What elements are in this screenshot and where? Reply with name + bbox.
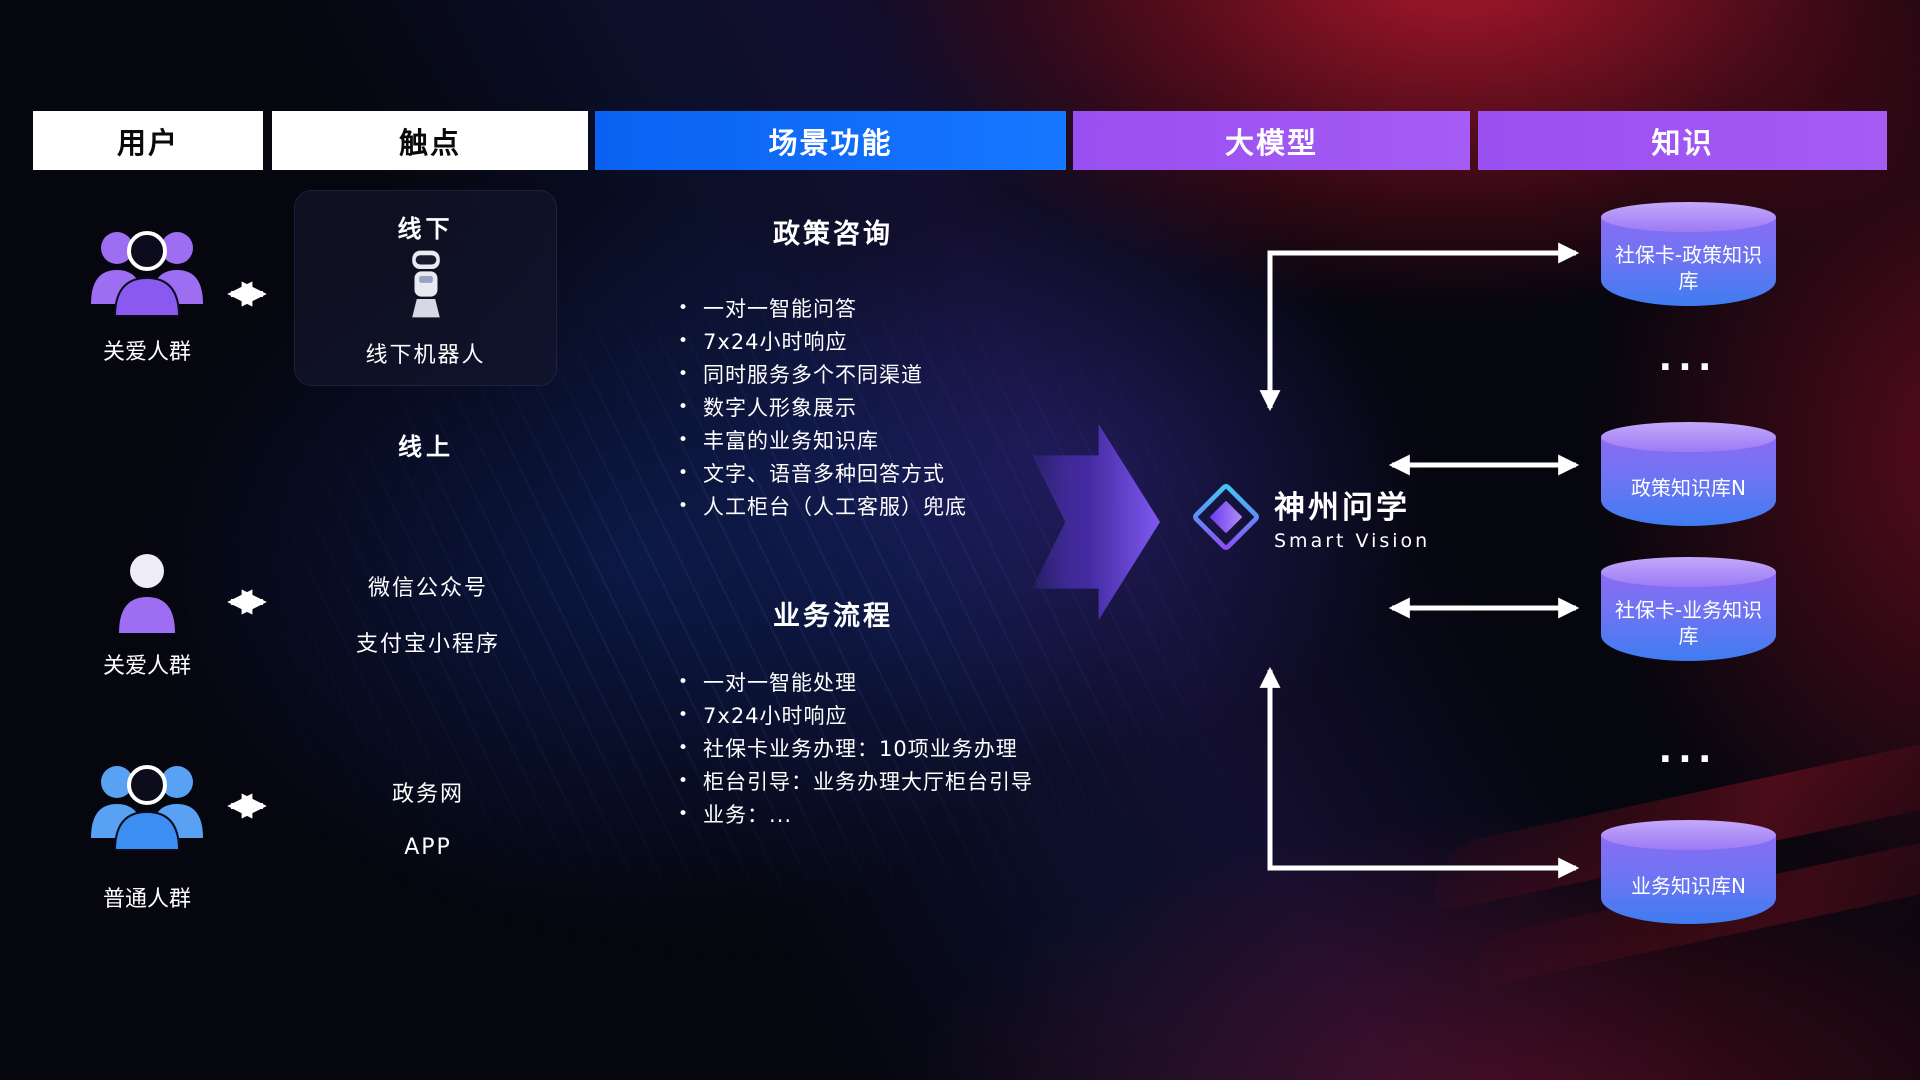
knowledge-db-business-ss-card: 社保卡-业务知识库 [1601, 557, 1776, 661]
header-label: 大模型 [1224, 125, 1318, 160]
bullet-text: 社保卡业务办理：10项业务办理 [703, 736, 1018, 761]
bullet-item: 7x24小时响应 [678, 698, 1033, 731]
header-label: 知识 [1651, 125, 1714, 160]
logo-subtitle: Smart Vision [1274, 530, 1431, 552]
arrow-to-policy-db [1259, 242, 1580, 412]
bullet-text: 柜台引导：业务办理大厅柜台引导 [703, 769, 1034, 794]
bullet-text: 7x24小时响应 [703, 703, 848, 728]
logo-diamond-icon [1193, 484, 1259, 550]
bullet-text: 业务：... [703, 802, 793, 827]
smart-vision-logo: 神州问学 Smart Vision [1192, 482, 1430, 552]
column-header-touchpoints: 触点 [272, 111, 588, 170]
knowledge-db-business-n: 业务知识库N [1601, 820, 1776, 924]
channel-label-app: APP [404, 835, 452, 860]
db-label: 社保卡-政策知识库 [1601, 217, 1776, 306]
offline-touchpoint-card: 线下 线下机器人 [294, 190, 557, 386]
knowledge-db-policy-ss-card: 社保卡-政策知识库 [1601, 202, 1776, 306]
bullet-item: 一对一智能问答 [678, 291, 967, 324]
scenario-policy-title: 政策咨询 [773, 219, 893, 250]
user-person-purple-icon [119, 554, 175, 633]
header-label: 用户 [116, 125, 179, 160]
bullet-text: 数字人形象展示 [703, 395, 858, 420]
bullet-item: 业务：... [678, 797, 1033, 830]
header-label: 触点 [398, 125, 461, 160]
user-label: 关爱人群 [102, 340, 192, 365]
user-label: 关爱人群 [102, 654, 192, 679]
bullet-text: 一对一智能处理 [703, 670, 858, 695]
bullet-text: 丰富的业务知识库 [703, 428, 880, 453]
bullet-item: 柜台引导：业务办理大厅柜台引导 [678, 764, 1033, 797]
column-header-users: 用户 [33, 111, 263, 170]
robot-icon [411, 250, 440, 318]
bullet-item: 数字人形象展示 [678, 390, 967, 423]
channel-label-govweb: 政务网 [391, 782, 465, 807]
column-header-scenarios: 场景功能 [595, 111, 1066, 170]
bullet-text: 7x24小时响应 [703, 329, 848, 354]
db-label: 社保卡-业务知识库 [1601, 572, 1776, 661]
bullet-text: 一对一智能问答 [703, 296, 858, 321]
ellipsis: ... [1658, 730, 1718, 771]
scenario-business-title: 业务流程 [773, 601, 893, 632]
channel-label-wechat: 微信公众号 [367, 576, 489, 601]
bullet-item: 一对一智能处理 [678, 665, 1033, 698]
bullet-item: 文字、语音多种回答方式 [678, 456, 967, 489]
bullet-item: 同时服务多个不同渠道 [678, 357, 967, 390]
header-label: 场景功能 [768, 125, 893, 160]
ellipsis: ... [1658, 338, 1718, 379]
bullet-text: 文字、语音多种回答方式 [703, 461, 946, 486]
bullet-item: 7x24小时响应 [678, 324, 967, 357]
robot-label: 线下机器人 [365, 343, 486, 368]
bullet-item: 人工柜台（人工客服）兜底 [678, 489, 967, 522]
column-header-knowledge: 知识 [1478, 111, 1887, 170]
offline-title: 线下 [397, 215, 454, 243]
logo-text-block: 神州问学 Smart Vision [1274, 482, 1430, 552]
logo-title: 神州问学 [1274, 490, 1410, 526]
online-title: 线上 [398, 433, 454, 461]
db-label: 业务知识库N [1601, 835, 1776, 924]
policy-bullet-list: 一对一智能问答 7x24小时响应 同时服务多个不同渠道 数字人形象展示 丰富的业… [678, 291, 967, 522]
users-group-blue-icon [91, 765, 203, 851]
bullet-text: 同时服务多个不同渠道 [703, 362, 924, 387]
db-label: 政策知识库N [1601, 437, 1776, 526]
business-bullet-list: 一对一智能处理 7x24小时响应 社保卡业务办理：10项业务办理 柜台引导：业务… [678, 665, 1033, 830]
bullet-text: 人工柜台（人工客服）兜底 [703, 494, 968, 519]
channel-label-alipay: 支付宝小程序 [355, 632, 501, 657]
bullet-item: 丰富的业务知识库 [678, 423, 967, 456]
knowledge-db-policy-n: 政策知识库N [1601, 422, 1776, 526]
users-group-purple-icon [91, 231, 203, 317]
user-label: 普通人群 [102, 887, 192, 912]
bullet-item: 社保卡业务办理：10项业务办理 [678, 731, 1033, 764]
column-header-model: 大模型 [1073, 111, 1470, 170]
